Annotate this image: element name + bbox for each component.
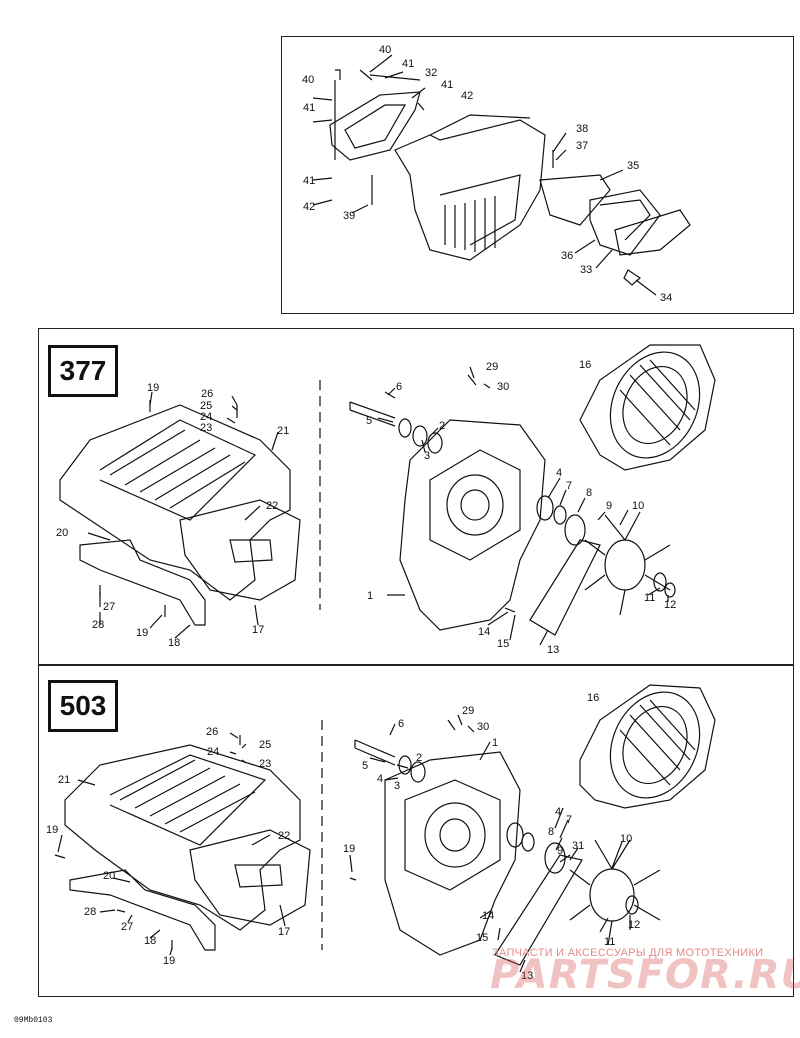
callout-label: 21 xyxy=(58,774,71,786)
callout-label: 29 xyxy=(486,361,499,373)
callout-label: 42 xyxy=(303,201,316,213)
callout-label: 10 xyxy=(620,833,633,845)
callout-label: 11 xyxy=(604,936,616,948)
callout-label: 28 xyxy=(84,906,97,918)
callout-label: 29 xyxy=(462,705,475,717)
callout-label: 32 xyxy=(425,67,438,79)
callout-label: 30 xyxy=(497,381,510,393)
panel-503-drawing xyxy=(54,684,716,973)
panel-377-frame xyxy=(38,328,794,665)
callout-label: 40 xyxy=(379,44,392,56)
callout-label: 22 xyxy=(266,500,279,512)
callout-label: 1 xyxy=(367,590,374,602)
callout-label: 5 xyxy=(362,760,369,772)
callout-label: 13 xyxy=(547,644,560,656)
callout-label: 15 xyxy=(497,638,510,650)
callout-label: 19 xyxy=(343,843,356,855)
callout-label: 8 xyxy=(548,826,555,838)
callout-label: 41 xyxy=(441,79,454,91)
callout-label: 5 xyxy=(366,415,373,427)
callout-label: 41 xyxy=(303,102,316,114)
callout-label: 7 xyxy=(566,480,573,492)
callout-label: 6 xyxy=(396,381,403,393)
callout-label: 34 xyxy=(660,292,673,304)
callout-label: 30 xyxy=(477,721,490,733)
callout-label: 2 xyxy=(416,752,423,764)
callout-label: 7 xyxy=(566,814,573,826)
callout-label: 24 xyxy=(200,411,213,423)
callout-label: 28 xyxy=(92,619,105,631)
callout-label: 12 xyxy=(628,919,641,931)
callout-label: 10 xyxy=(632,500,645,512)
callout-label: 39 xyxy=(343,210,356,222)
callout-label: 23 xyxy=(259,758,272,770)
callout-label: 11 xyxy=(644,592,656,604)
callout-label: 20 xyxy=(56,527,69,539)
panel-377-drawing xyxy=(59,344,716,646)
callout-label: 26 xyxy=(201,388,214,400)
callout-label: 41 xyxy=(402,58,415,70)
callout-label: 36 xyxy=(561,250,574,262)
callout-label: 17 xyxy=(278,926,291,938)
callout-label: 25 xyxy=(259,739,272,751)
callout-label: 23 xyxy=(200,422,213,434)
top-panel-frame xyxy=(281,36,794,314)
model-377-box: 377 xyxy=(48,345,118,397)
callout-label: 4 xyxy=(555,806,562,818)
callout-label: 37 xyxy=(576,140,589,152)
callout-label: 33 xyxy=(580,264,593,276)
callout-label: 38 xyxy=(576,123,589,135)
callout-label: 25 xyxy=(200,400,213,412)
callout-label: 12 xyxy=(664,599,677,611)
callout-label: 26 xyxy=(206,726,219,738)
callout-label: 18 xyxy=(144,935,157,947)
callout-label: 6 xyxy=(398,718,405,730)
callout-label: 2 xyxy=(439,420,446,432)
callout-label: 21 xyxy=(277,425,290,437)
callout-label: 15 xyxy=(476,932,489,944)
callout-label: 14 xyxy=(482,910,495,922)
callout-label: 18 xyxy=(168,637,181,649)
callout-label: 16 xyxy=(579,359,592,371)
callout-label: 3 xyxy=(424,450,431,462)
callout-label: 4 xyxy=(556,467,563,479)
callout-label: 19 xyxy=(163,955,176,967)
callout-label: 22 xyxy=(278,830,291,842)
callout-label: 17 xyxy=(252,624,265,636)
callout-label: 16 xyxy=(587,692,600,704)
callout-label: 9 xyxy=(606,500,613,512)
model-503-box: 503 xyxy=(48,680,118,732)
callout-label: 1 xyxy=(492,737,499,749)
callout-label: 9 xyxy=(557,845,564,857)
callout-label: 40 xyxy=(302,74,315,86)
callout-label: 20 xyxy=(103,870,116,882)
callout-label: 19 xyxy=(136,627,149,639)
callout-label: 24 xyxy=(207,746,220,758)
watermark-tagline: ЗАПЧАСТИ И АКСЕССУАРЫ ДЛЯ МОТОТЕХНИКИ xyxy=(492,947,764,959)
callout-label: 8 xyxy=(586,487,593,499)
callout-label: 19 xyxy=(46,824,59,836)
callout-label: 41 xyxy=(303,175,316,187)
callout-label: 42 xyxy=(461,90,474,102)
callout-label: 27 xyxy=(121,921,134,933)
callout-label: 27 xyxy=(103,601,116,613)
callout-label: 14 xyxy=(478,626,491,638)
callout-label: 19 xyxy=(147,382,160,394)
callout-label: 13 xyxy=(521,970,534,982)
diagram-code: 09Mb0103 xyxy=(14,1016,53,1025)
watermark-logo: PARTSFOR.RU xyxy=(490,952,800,998)
callout-label: 31 xyxy=(572,840,585,852)
callout-label: 35 xyxy=(627,160,640,172)
intake-silencer-drawing xyxy=(329,69,691,286)
callout-label: 3 xyxy=(394,780,401,792)
callout-label: 4 xyxy=(377,773,384,785)
